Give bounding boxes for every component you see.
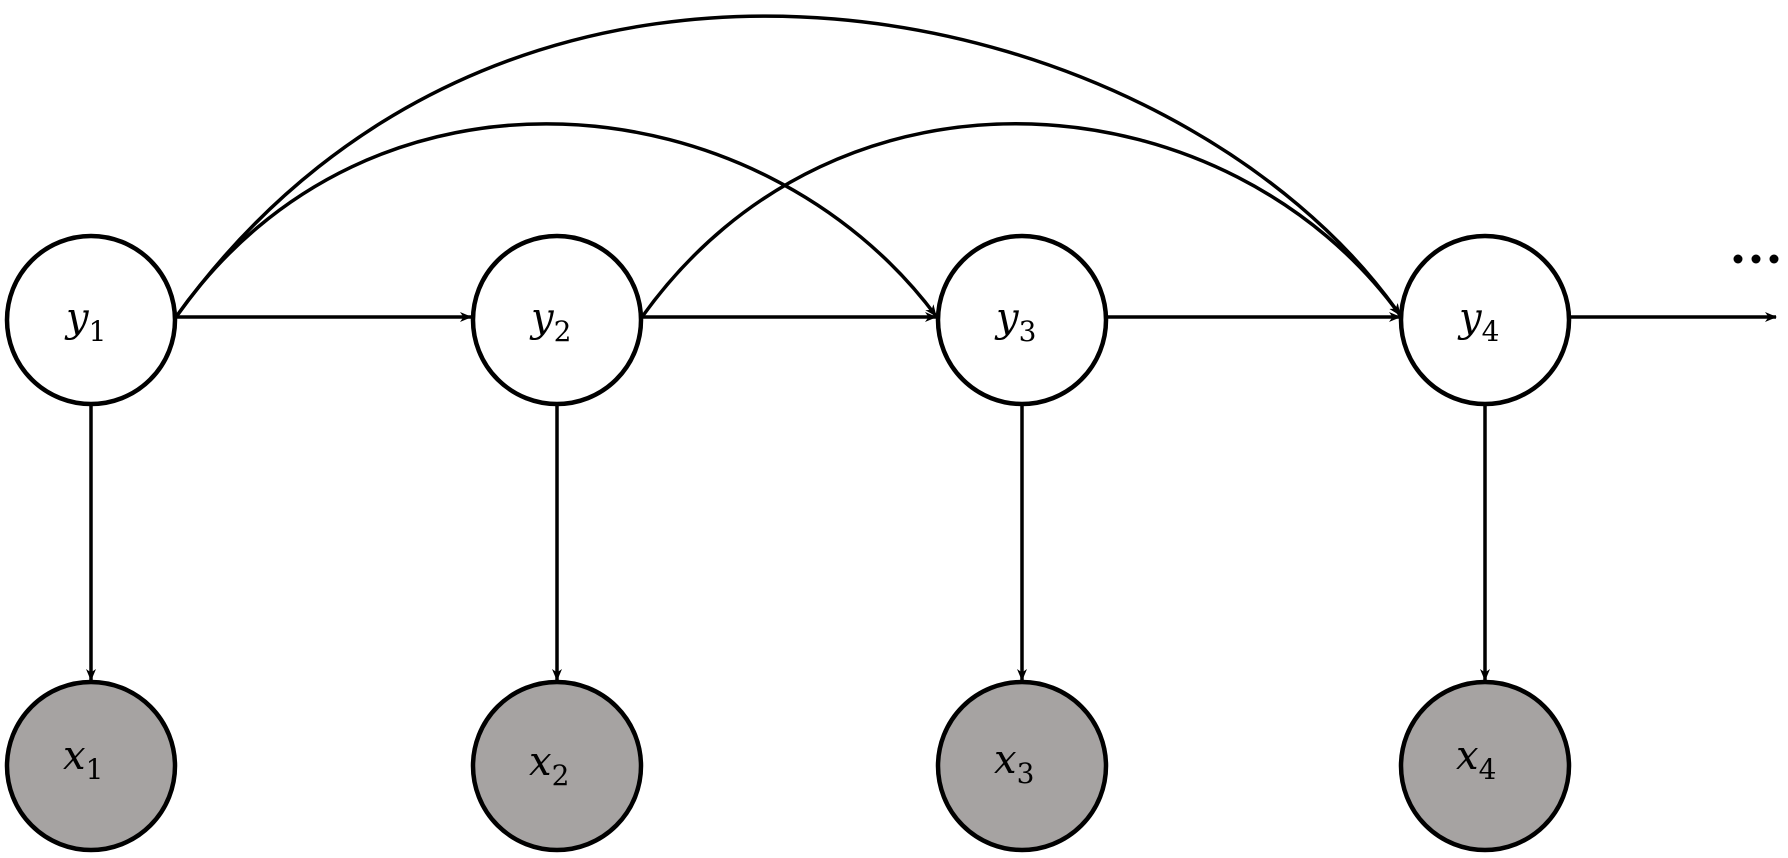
hidden-node-circle bbox=[470, 233, 644, 407]
node-label: y4 bbox=[1457, 295, 1499, 348]
node-label: y2 bbox=[529, 295, 571, 348]
ellipsis-dot bbox=[1769, 254, 1779, 264]
hidden-node-circle bbox=[935, 233, 1109, 407]
edge-y1-y4 bbox=[174, 14, 1402, 319]
node-label: y1 bbox=[64, 295, 106, 348]
observed-node-x2: x2 bbox=[470, 679, 644, 853]
node-label: x3 bbox=[994, 737, 1034, 790]
hidden-node-circle bbox=[1398, 233, 1572, 407]
observed-node-circle bbox=[1398, 679, 1572, 853]
node-label: x4 bbox=[1456, 733, 1496, 786]
edge-y1-y3 bbox=[174, 122, 938, 319]
hidden-node-y2: y2 bbox=[470, 233, 644, 407]
observed-node-x1: x1 bbox=[4, 679, 178, 853]
node-label: x2 bbox=[529, 739, 569, 792]
ellipsis-dot bbox=[1751, 254, 1761, 264]
edges bbox=[86, 14, 1777, 681]
observed-node-x4: x4 bbox=[1398, 679, 1572, 853]
node-label: x1 bbox=[63, 733, 103, 786]
hidden-node-y1: y1 bbox=[4, 233, 178, 407]
edge-y2-y4 bbox=[640, 122, 1402, 319]
observed-node-circle bbox=[4, 679, 178, 853]
ellipsis-dot bbox=[1733, 254, 1743, 264]
hidden-node-y4: y4 bbox=[1398, 233, 1572, 407]
observed-node-circle bbox=[470, 679, 644, 853]
node-label: y3 bbox=[994, 295, 1036, 348]
observed-node-x3: x3 bbox=[935, 679, 1109, 853]
hidden-node-circle bbox=[4, 233, 178, 407]
observed-node-circle bbox=[935, 679, 1109, 853]
hidden-node-y3: y3 bbox=[935, 233, 1109, 407]
continuation-ellipsis bbox=[1733, 254, 1779, 264]
